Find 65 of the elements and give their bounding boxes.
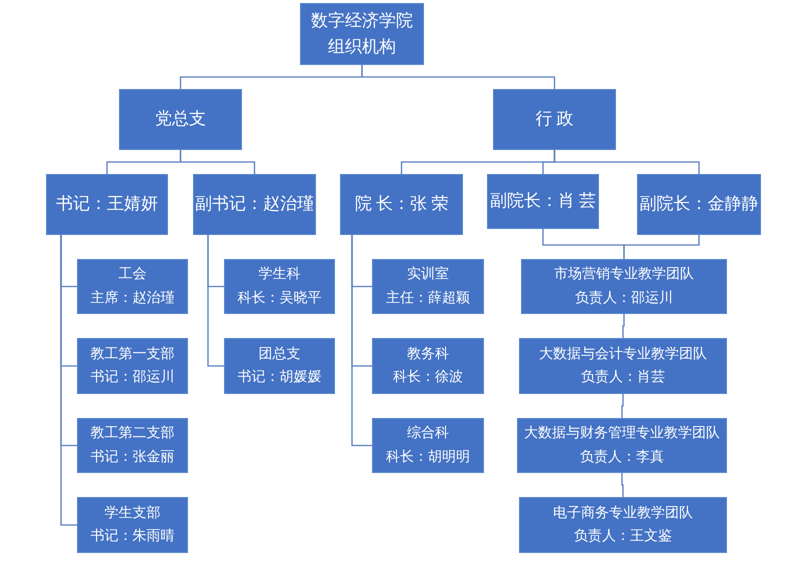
connector-line: [361, 65, 556, 89]
connector-line: [554, 150, 700, 174]
org-box: [372, 418, 484, 473]
org-box: [521, 259, 727, 314]
org-box: [300, 3, 424, 65]
connector-line: [623, 235, 700, 259]
unit-name: 学生科: [258, 266, 300, 284]
unit-name: 教工第一支部: [90, 346, 174, 364]
org-box: [340, 174, 463, 235]
unit-name: 副院长：肖 芸: [490, 190, 596, 212]
unit-name: 学生支部: [104, 504, 160, 523]
person-name: 负责人：邵运川: [575, 289, 673, 308]
person-name: 负责人：肖芸: [581, 368, 665, 387]
org-box: [517, 418, 727, 473]
unit-name: 市场营销专业教学团队: [554, 265, 694, 284]
person-name: 主任：薛超颖: [386, 289, 470, 308]
unit-name: 副书记：赵治瑾: [195, 193, 314, 216]
person-name: 科长：胡明明: [386, 448, 470, 466]
unit-name: 大数据与会计专业教学团队: [539, 346, 707, 364]
person-name: 负责人：王文鉴: [574, 527, 672, 546]
org-box: [372, 259, 484, 314]
org-box: [77, 259, 188, 314]
org-box: [119, 89, 242, 150]
connector-line: [622, 314, 625, 338]
unit-name: 团总支: [258, 346, 300, 364]
unit-name: 教务科: [407, 346, 449, 364]
unit-name: 工会: [118, 266, 146, 284]
connector-line: [180, 150, 256, 174]
person-name: 科长：徐波: [393, 368, 463, 387]
unit-name: 大数据与财务管理专业教学团队: [524, 424, 720, 444]
connector-line: [207, 235, 224, 367]
org-box: [372, 338, 484, 394]
org-box: [487, 174, 599, 229]
unit-name: 数字经济学院组织机构: [310, 10, 414, 58]
org-box: [77, 418, 188, 473]
unit-name: 院 长：张 荣: [354, 193, 448, 216]
unit-name: 实训室: [407, 265, 449, 284]
connector-line: [351, 235, 372, 446]
connector-line: [60, 235, 77, 526]
unit-name: 书记：王婧妍: [56, 193, 158, 216]
connector-line: [621, 394, 624, 418]
org-box: [224, 338, 335, 394]
unit-name: 行 政: [535, 108, 574, 130]
unit-name: 党总支: [155, 108, 206, 130]
org-box: [46, 174, 168, 235]
unit-name: 教工第二支部: [90, 424, 174, 444]
connector-line: [621, 473, 624, 497]
unit-name: 副院长：金静静: [640, 193, 758, 216]
unit-name: 综合科: [407, 424, 449, 444]
org-box: [77, 497, 188, 553]
unit-name: 电子商务专业教学团队: [553, 504, 693, 523]
org-box: [519, 497, 727, 553]
org-box: [637, 174, 761, 235]
person-name: 科长：吴晓平: [238, 290, 322, 308]
org-box: [224, 259, 335, 314]
org-box: [193, 174, 316, 235]
org-box: [519, 338, 727, 394]
org-box: [77, 338, 188, 394]
person-name: 书记：邵运川: [90, 368, 174, 387]
org-box: [493, 89, 616, 150]
person-name: 负责人：李真: [580, 448, 664, 466]
person-name: 书记：胡媛媛: [238, 368, 322, 387]
person-name: 书记：朱雨晴: [90, 528, 174, 546]
person-name: 主席：赵治瑾: [90, 289, 174, 308]
person-name: 书记：张金丽: [90, 448, 174, 466]
